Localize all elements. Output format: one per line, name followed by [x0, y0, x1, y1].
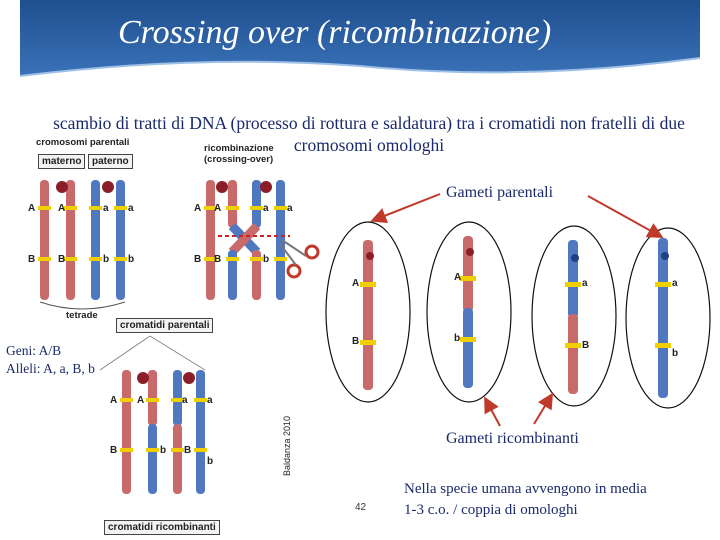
- gene-label: b: [454, 333, 461, 344]
- gene-label: A: [194, 203, 202, 214]
- gene-label: A: [352, 278, 360, 289]
- crossing-over-label: (crossing-over): [204, 154, 274, 165]
- title-banner: [19, 0, 701, 77]
- recombinant-gametes-label: Gameti ricombinanti: [446, 430, 579, 447]
- footnote-line-2: 1-3 c.o. / coppia di omologhi: [404, 502, 578, 518]
- gene-label: a: [128, 203, 134, 214]
- parental-chromosomes-label: cromosomi parentali: [36, 137, 130, 148]
- scissors-icon: [279, 239, 320, 279]
- gene-label: a: [582, 278, 588, 289]
- recombinant-chromatids-label: cromatidi ricombinanti: [104, 520, 220, 535]
- parental-chromatids-label: cromatidi parentali: [116, 318, 214, 333]
- gene-label: a: [672, 278, 678, 289]
- gene-label: b: [207, 456, 214, 467]
- gene-label: A: [454, 272, 462, 283]
- crossing-over-figure: [204, 180, 320, 300]
- subtitle: scambio di tratti di DNA (processo di ro…: [53, 113, 685, 155]
- gene-label: b: [103, 254, 110, 265]
- gene-label: B: [28, 254, 36, 265]
- maternal-label: materno: [38, 154, 86, 169]
- gene-label: B: [184, 445, 192, 456]
- gene-label: b: [160, 445, 167, 456]
- gamete-3-chromatid: [565, 240, 581, 394]
- gene-label: a: [207, 395, 213, 406]
- gene-label: B: [582, 340, 590, 351]
- parental-arrows: [370, 193, 664, 238]
- gene-label: B: [352, 336, 360, 347]
- recombinant-arrows: [484, 392, 554, 427]
- gene-label: B: [58, 254, 66, 265]
- slide-number: 42: [355, 502, 367, 513]
- recombinant-chromatids-figure: [120, 370, 207, 494]
- footnote-line-1: Nella specie umana avvengono in media: [404, 481, 647, 497]
- gamete-4-chromatid: [655, 238, 671, 398]
- gene-label: a: [182, 395, 188, 406]
- recombination-label: ricombinazione: [204, 143, 274, 154]
- gene-label: B: [110, 445, 118, 456]
- gamete-ovals: [325, 221, 711, 409]
- gamete-1-chromatid: [360, 240, 376, 390]
- alleles-label: Alleli: A, a, B, b: [6, 361, 95, 376]
- gene-label: A: [58, 203, 66, 214]
- gene-label: b: [263, 254, 270, 265]
- paternal-label: paterno: [88, 154, 133, 169]
- gene-label: a: [263, 203, 269, 214]
- gene-label: b: [672, 348, 679, 359]
- tetrad-label: tetrade: [66, 310, 98, 321]
- gene-label: b: [128, 254, 135, 265]
- gene-label: A: [214, 203, 222, 214]
- gene-label: A: [137, 395, 145, 406]
- gene-label: A: [110, 395, 118, 406]
- gene-label: B: [194, 254, 202, 265]
- parental-chromosomes-figure: [38, 180, 127, 310]
- gene-label: A: [28, 203, 36, 214]
- genes-label: Geni: A/B: [6, 343, 62, 358]
- parental-gametes-label: Gameti parentali: [446, 184, 554, 201]
- gamete-2-chromatid: [460, 236, 476, 388]
- gene-label: a: [287, 203, 293, 214]
- page-title: Crossing over (ricombinazione): [118, 14, 552, 51]
- gene-label: a: [103, 203, 109, 214]
- gene-label: B: [214, 254, 222, 265]
- credit-label: Baldanza 2010: [282, 415, 292, 476]
